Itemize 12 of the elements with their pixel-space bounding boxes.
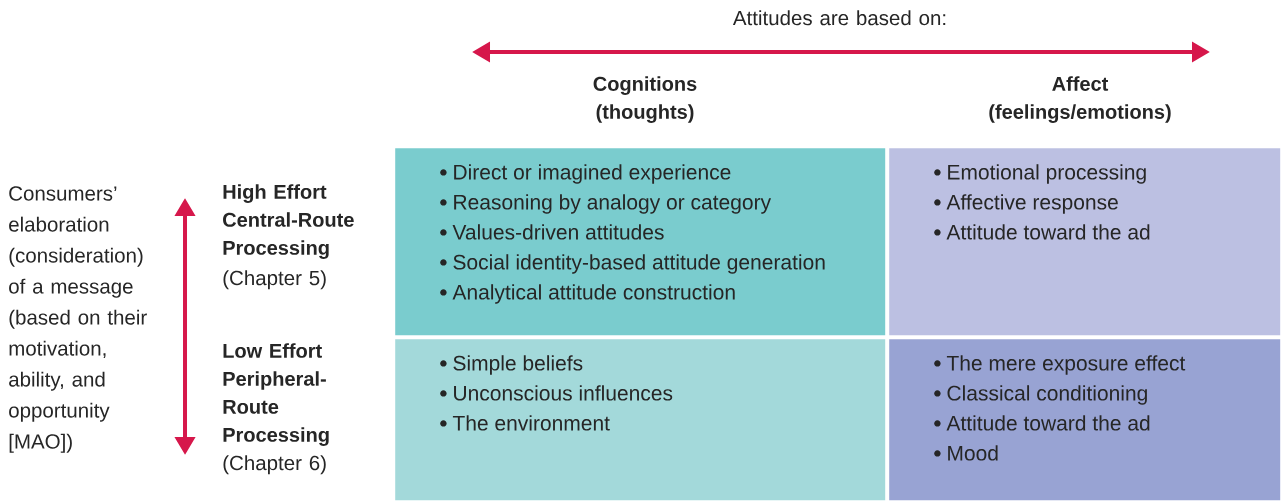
text-cell: Direct or imagined experience Reasoning by analogy or category Values-driven attitudes Social identity-based attitude generation Analytical attitude construction: [395, 148, 886, 336]
chapter-note: (Chapter 6): [223, 455, 326, 475]
text-cell: The mere exposure effect Classical conditioning Attitude toward the ad Mood: [889, 339, 1281, 501]
column-heading: Cognitions (thoughts): [593, 76, 697, 123]
row-heading: High Effort Central-Route Processing: [223, 184, 354, 259]
text-cell: Simple beliefs Unconscious influences The environment: [395, 339, 886, 501]
axis-title: Attitudes are based on:: [732, 10, 946, 26]
row-heading: Low Effort Peripheral-Route Processing: [223, 343, 329, 446]
chapter-note: (Chapter 5): [223, 270, 326, 290]
side-label: Consumers’ elaboration (consideration) of a message (based on their motivation, ability, and opportunity [MAO]): [9, 186, 147, 453]
text-cell: Emotional processing Affective response Attitude toward the ad: [889, 148, 1281, 336]
column-heading: Affect (feelings/emotions): [989, 76, 1171, 123]
